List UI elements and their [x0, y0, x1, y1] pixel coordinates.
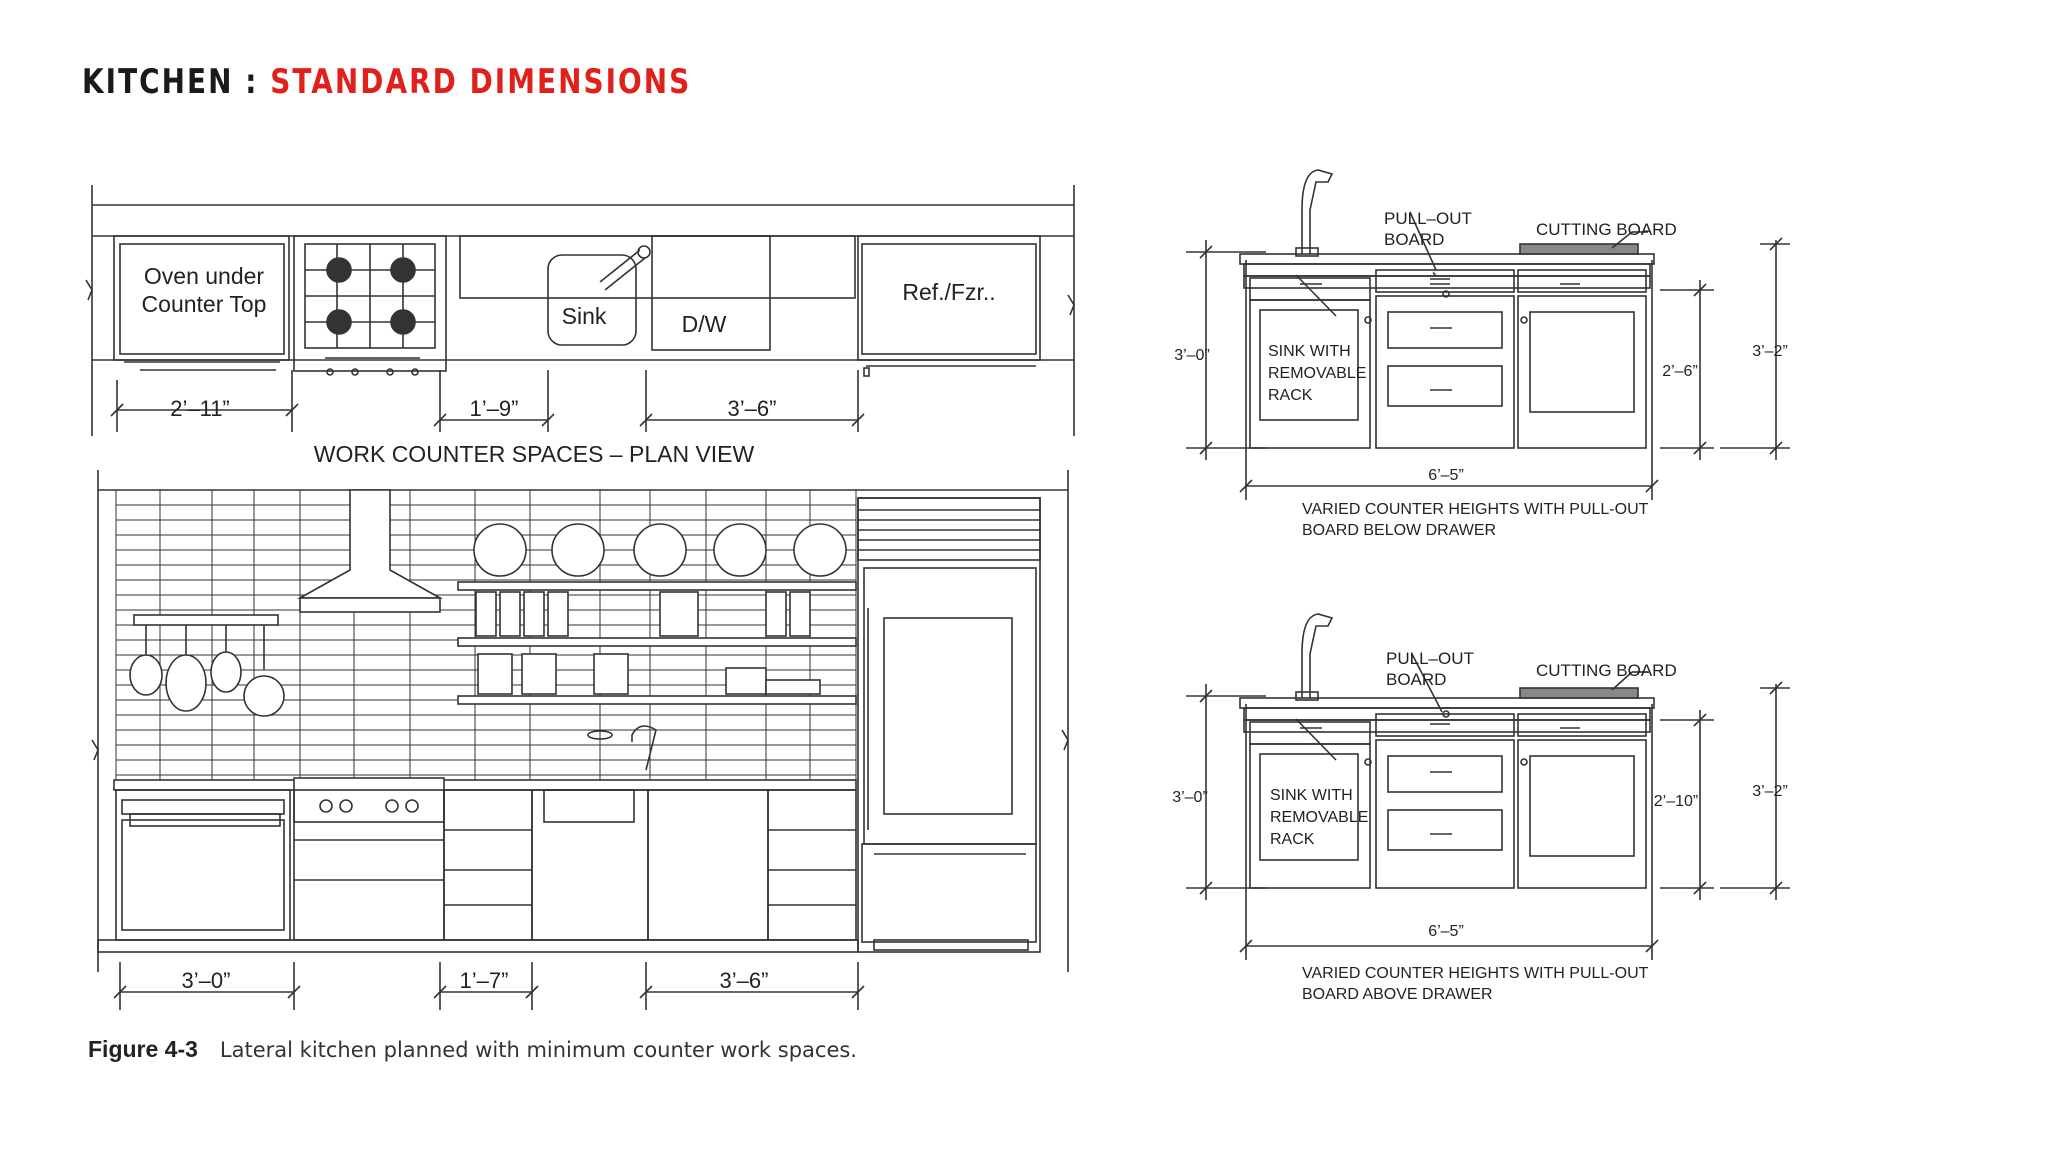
shelves [457, 581, 857, 705]
sink-rack-label: REMOVABLE [1270, 809, 1368, 826]
plan-dim-right: 3’–6” [728, 396, 777, 421]
oven-elevation [115, 789, 291, 941]
title-separator: : [245, 62, 259, 102]
cooktop [293, 235, 447, 376]
pull-out-label: PULL–OUT [1386, 649, 1474, 668]
figure-caption: Figure 4-3 Lateral kitchen planned with m… [88, 1036, 857, 1063]
height-left: 3’–0” [1172, 789, 1208, 806]
cutting-board-label: CUTTING BOARD [1536, 220, 1677, 239]
plan-dimension-lines [110, 370, 865, 432]
height-inner: 2’–6” [1662, 363, 1698, 380]
faucet [1295, 613, 1334, 701]
height-right: 3’–2” [1752, 343, 1788, 360]
height-right: 3’–2” [1752, 783, 1788, 800]
dishwasher-label: D/W [682, 311, 727, 337]
faucet-elevation [587, 725, 657, 771]
plates [473, 523, 847, 577]
section-note: BOARD BELOW DRAWER [1302, 522, 1496, 539]
section-note: BOARD ABOVE DRAWER [1302, 986, 1493, 1003]
sink-rack-label: SINK WITH [1268, 343, 1351, 360]
elevation-view [91, 470, 1069, 1010]
pull-out-label: BOARD [1386, 670, 1446, 689]
section-pull-out-above [1186, 613, 1790, 960]
height-inner: 2’–10” [1654, 793, 1698, 810]
sink-rack-label: RACK [1270, 831, 1315, 848]
figure-text: Lateral kitchen planned with minimum cou… [219, 1038, 857, 1062]
sink-label: Sink [562, 303, 607, 329]
page-title: KITCHEN : STANDARD DIMENSIONS [82, 62, 691, 102]
elevation-dim-right: 3’–6” [720, 968, 769, 993]
fridge-label: Ref./Fzr.. [902, 279, 995, 305]
sink-rack-label: RACK [1268, 387, 1313, 404]
height-left: 3’–0” [1174, 347, 1210, 364]
width-dimension: 6’–5” [1428, 923, 1464, 940]
cooktop-elevation [293, 777, 445, 941]
refrigerator-elevation [857, 497, 1041, 953]
hanging-pots [129, 614, 285, 717]
sink-rack-label: SINK WITH [1270, 787, 1353, 804]
elevation-dim-left: 3’–0” [182, 968, 231, 993]
range-hood [296, 489, 444, 613]
section-note: VARIED COUNTER HEIGHTS WITH PULL-OUT [1302, 501, 1649, 518]
sink-rack-label: REMOVABLE [1268, 365, 1366, 382]
elevation-dimension-lines [113, 962, 865, 1010]
title-accent: STANDARD DIMENSIONS [270, 62, 692, 102]
fridge-plan [857, 235, 1041, 377]
plan-dim-middle: 1’–9” [470, 396, 519, 421]
pull-out-label: BOARD [1384, 230, 1444, 249]
dishwasher-plan [651, 235, 771, 351]
plan-view-caption: WORK COUNTER SPACES – PLAN VIEW [314, 441, 755, 467]
title-main: KITCHEN [82, 62, 234, 102]
elevation-dim-middle: 1’–7” [460, 968, 509, 993]
width-dimension: 6’–5” [1428, 467, 1464, 484]
pull-out-label: PULL–OUT [1384, 209, 1472, 228]
oven-label: Oven under [144, 263, 265, 289]
plan-dim-left: 2’–11” [170, 396, 230, 421]
faucet [1295, 169, 1334, 257]
sink-plan [459, 235, 856, 346]
section-note: VARIED COUNTER HEIGHTS WITH PULL-OUT [1302, 965, 1649, 982]
oven-label: Counter Top [142, 291, 267, 317]
cutting-board-label: CUTTING BOARD [1536, 661, 1677, 680]
figure-label: Figure 4-3 [88, 1036, 198, 1062]
plan-view [85, 185, 1075, 436]
oven-outline [113, 235, 290, 371]
section-pull-out-below [1186, 169, 1790, 500]
